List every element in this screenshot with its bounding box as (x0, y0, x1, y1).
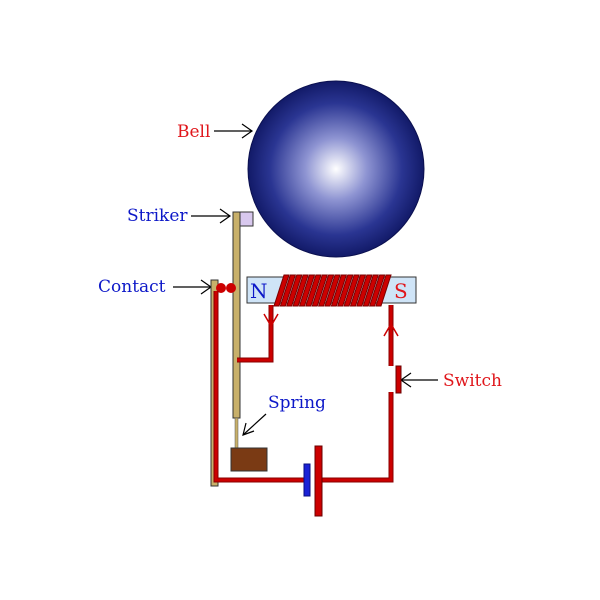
coil-winding (279, 274, 297, 307)
coil-winding (317, 274, 335, 307)
north-pole-label: N (250, 279, 268, 303)
spring-base (230, 447, 268, 472)
coil-winding (356, 274, 373, 307)
coil-winding (286, 274, 303, 307)
coil-winding (368, 274, 386, 307)
current-arrows (263, 313, 399, 337)
current-arrow-down (263, 313, 279, 328)
contact-point-left (216, 283, 226, 293)
coil-winding (298, 274, 316, 307)
striker-arrow (191, 208, 232, 224)
wire-striker-to-coil (237, 305, 274, 363)
striker-arm (232, 211, 241, 419)
contact-label: Contact (98, 277, 166, 297)
switch-arrow (399, 372, 438, 388)
bell-arrow (214, 123, 254, 139)
spring (234, 417, 239, 449)
coil-winding (330, 274, 348, 307)
circuit-wires (213, 291, 394, 483)
spring-label: Spring (268, 393, 326, 413)
battery-negative-plate (303, 463, 311, 497)
coil-winding (349, 274, 367, 307)
striker-label: Striker (127, 206, 188, 226)
coil-winding (337, 274, 354, 307)
bell-dome (247, 80, 425, 258)
electromagnet-coil (273, 274, 392, 307)
switch-label: Switch (443, 371, 502, 391)
contact-point-right (226, 283, 236, 293)
coil-winding (343, 274, 360, 307)
switch-lever[interactable] (395, 365, 402, 394)
coil-winding (311, 274, 328, 307)
bell-label: Bell (177, 122, 210, 142)
coil-winding (292, 274, 309, 307)
wire-switch-to-battery (319, 392, 394, 483)
current-arrow-up (383, 322, 399, 337)
coil-winding (375, 274, 392, 307)
striker-hammer (238, 211, 254, 227)
coil-winding (362, 274, 379, 307)
coil-winding (324, 274, 341, 307)
contact-arrow (173, 279, 213, 295)
coil-winding (273, 274, 290, 307)
spring-arrow (242, 413, 267, 436)
coil-winding (305, 274, 322, 307)
battery-positive-plate (314, 445, 323, 517)
south-pole-label: S (394, 279, 408, 303)
